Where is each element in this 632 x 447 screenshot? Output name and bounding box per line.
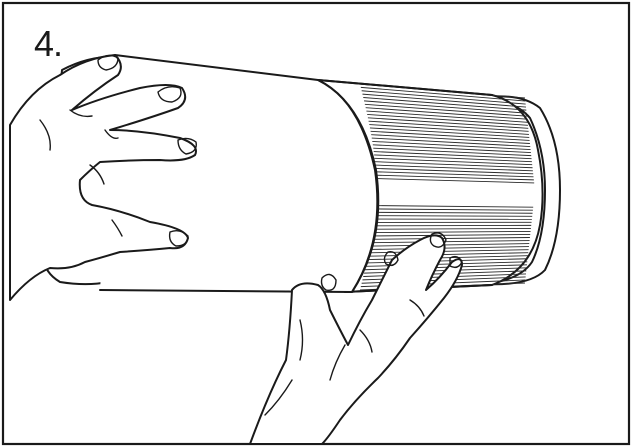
pleat-line [374,216,532,217]
step-number: 4. [34,26,62,62]
